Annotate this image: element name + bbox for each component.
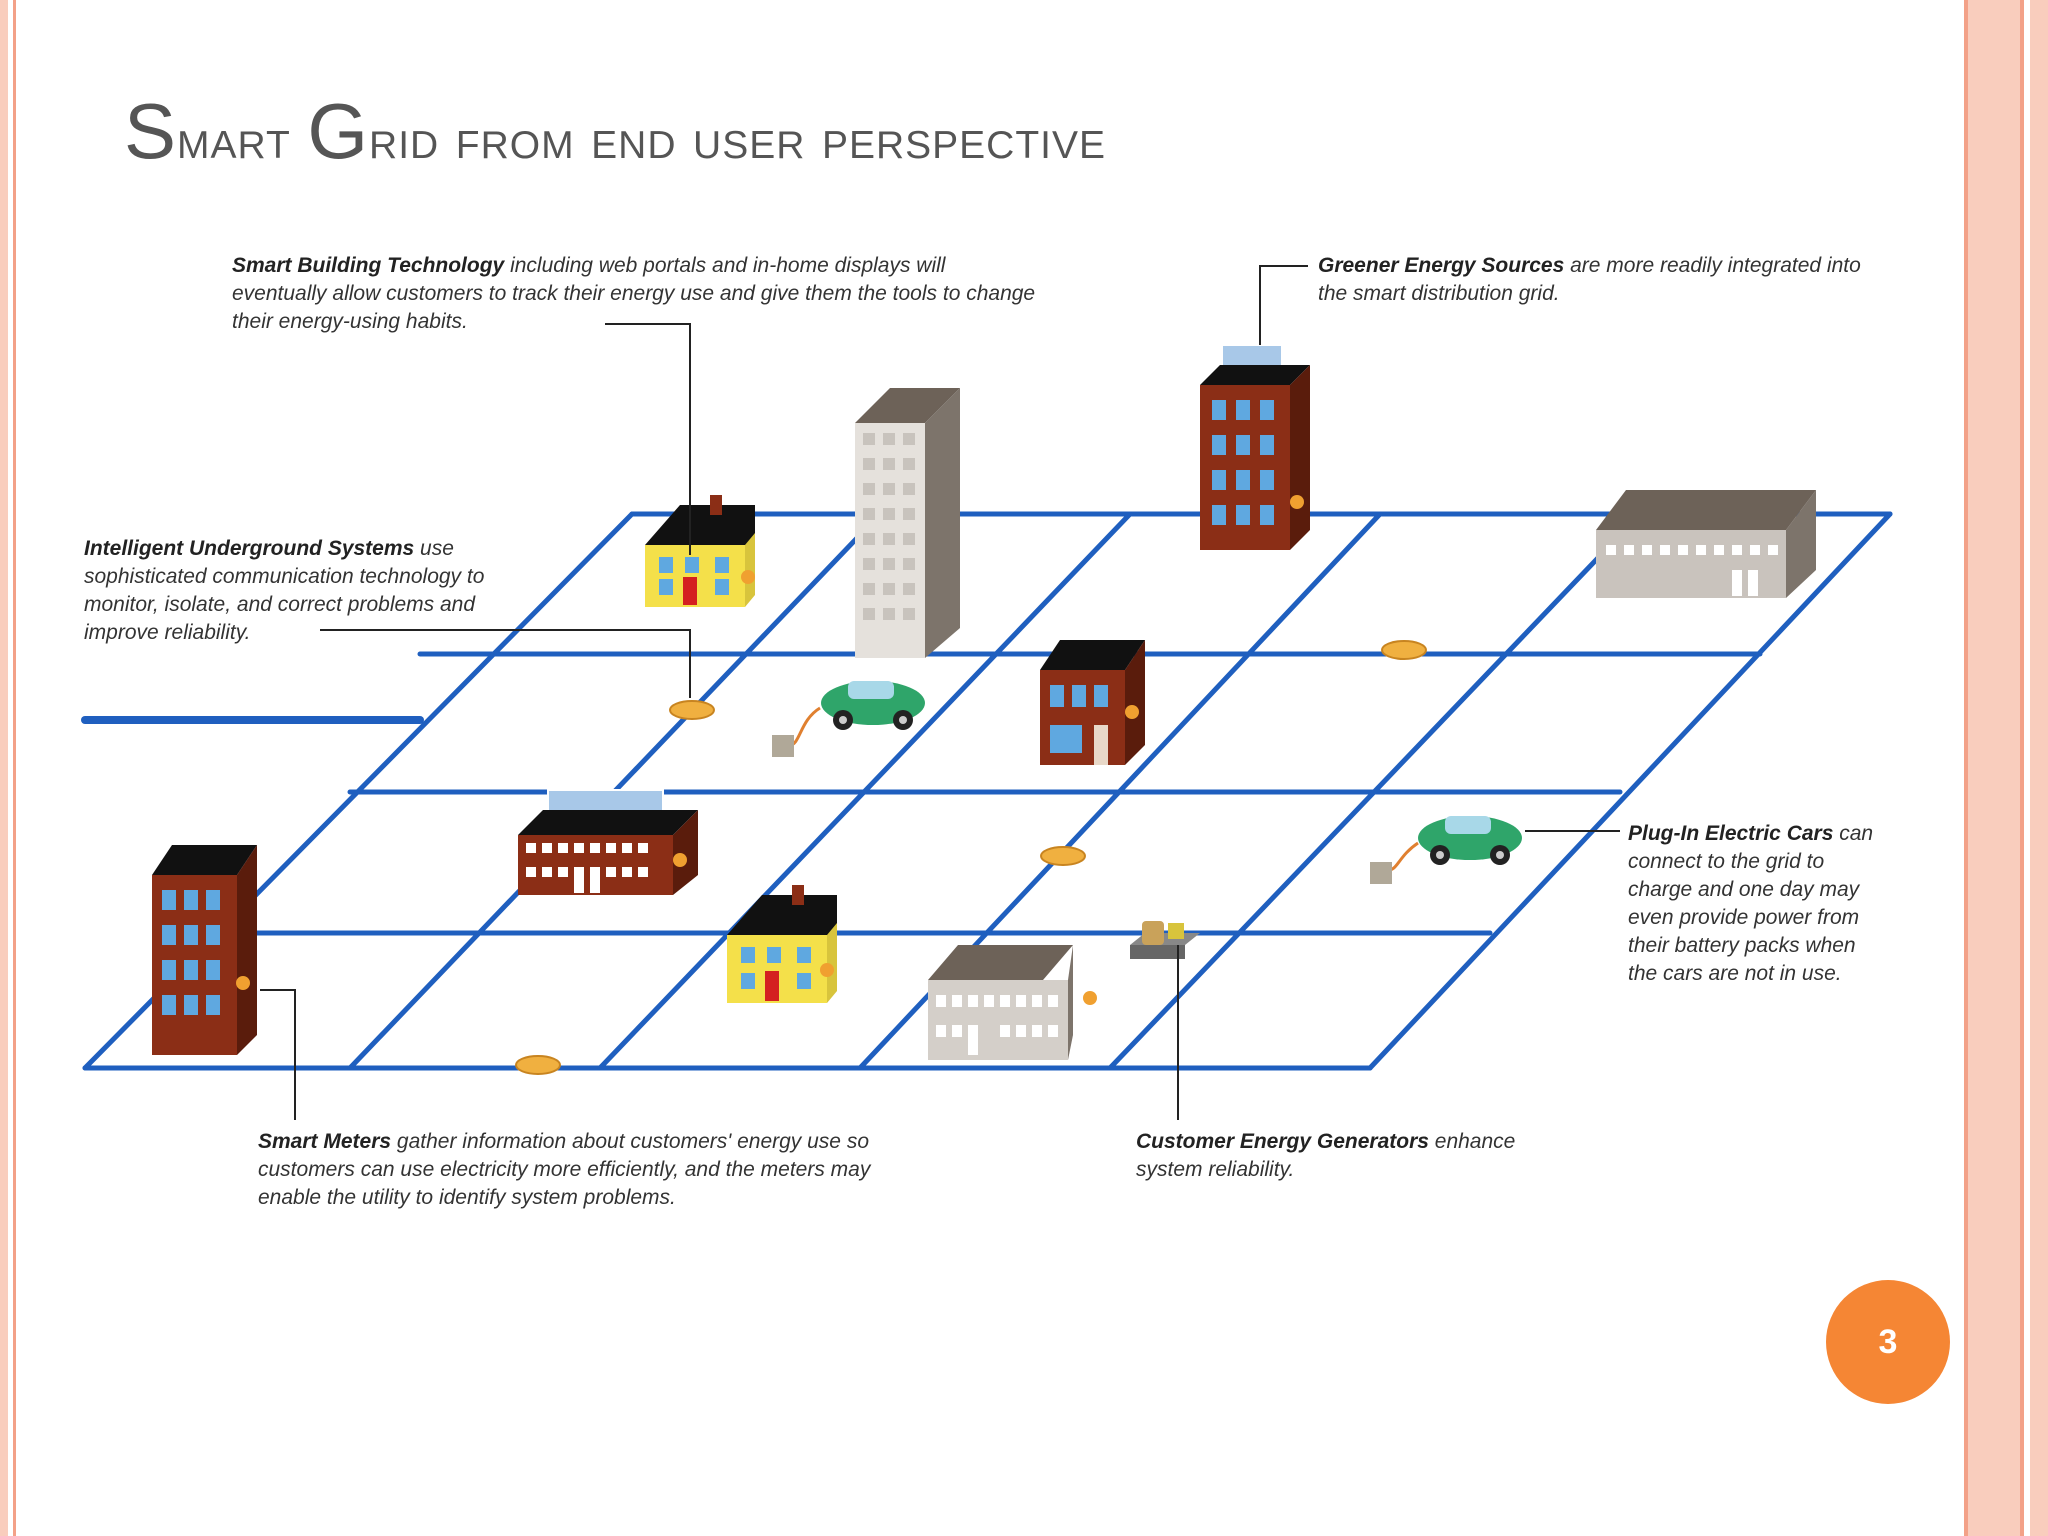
- brick-building-solar: [1200, 344, 1310, 550]
- charger-station-top: [772, 735, 794, 757]
- callout-greener-energy: Greener Energy Sources are more readily …: [1318, 252, 1878, 308]
- slide-border-left: [0, 0, 22, 1536]
- callout-body: use sophisticated communication technolo…: [84, 537, 485, 644]
- callout-body: including web portals and in-home displa…: [232, 254, 1036, 333]
- callout-customer-generators: Customer Energy Generators enhance syste…: [1136, 1128, 1536, 1184]
- callout-smart-building: Smart Building Technology including web …: [232, 252, 1037, 336]
- callout-smart-meters: Smart Meters gather information about cu…: [258, 1128, 918, 1212]
- charger-station-right: [1370, 862, 1392, 884]
- smart-meter: [1125, 705, 1139, 719]
- underground-sensor: [515, 1055, 561, 1075]
- callout-heading: Customer Energy Generators: [1136, 1130, 1429, 1153]
- callout-leader-lines: [260, 265, 1620, 1120]
- page-number-badge: 3: [1826, 1280, 1950, 1404]
- office-tower: [855, 388, 960, 658]
- callout-heading: Smart Building Technology: [232, 254, 505, 277]
- smart-meter: [1083, 991, 1097, 1005]
- smart-meter: [673, 853, 687, 867]
- callout-body: enhance system reliability.: [1136, 1130, 1516, 1181]
- charger-cable-top: [789, 706, 821, 747]
- warehouse: [928, 945, 1073, 1060]
- yellow-house-top: [645, 495, 755, 607]
- underground-sensor: [1040, 846, 1086, 866]
- customer-generator: [1130, 921, 1200, 959]
- electric-car-top: [821, 681, 925, 730]
- electric-car-right: [1418, 816, 1522, 865]
- callout-body: are more readily integrated into the sma…: [1318, 254, 1861, 305]
- callout-electric-cars: Plug-In Electric Cars can connect to the…: [1628, 820, 1888, 988]
- underground-sensors: [515, 640, 1427, 1075]
- callout-heading: Greener Energy Sources: [1318, 254, 1565, 277]
- brick-building-wide-solar: [518, 789, 698, 895]
- smart-meter: [1290, 495, 1304, 509]
- callout-heading: Smart Meters: [258, 1130, 392, 1153]
- callout-body: gather information about customers' ener…: [258, 1130, 871, 1209]
- smart-meter: [820, 963, 834, 977]
- smart-meter: [236, 976, 250, 990]
- underground-sensor: [1381, 640, 1427, 660]
- slide-border-right: [1958, 0, 2048, 1536]
- callout-heading: Plug-In Electric Cars: [1628, 822, 1834, 845]
- slide-title: Smart Grid from end user perspective: [124, 87, 1107, 175]
- callout-underground-systems: Intelligent Underground Systems use soph…: [84, 535, 504, 647]
- callout-heading: Intelligent Underground Systems: [84, 537, 415, 560]
- factory: [1596, 490, 1816, 598]
- smart-meters: [236, 495, 1304, 1005]
- smart-meter: [741, 570, 755, 584]
- yellow-house-bottom: [727, 885, 837, 1003]
- charger-cable-right: [1389, 841, 1419, 872]
- brick-building-left: [152, 845, 257, 1055]
- callout-body: can connect to the grid to charge and on…: [1628, 822, 1874, 985]
- underground-sensor: [669, 700, 715, 720]
- brick-building-small: [1040, 640, 1145, 765]
